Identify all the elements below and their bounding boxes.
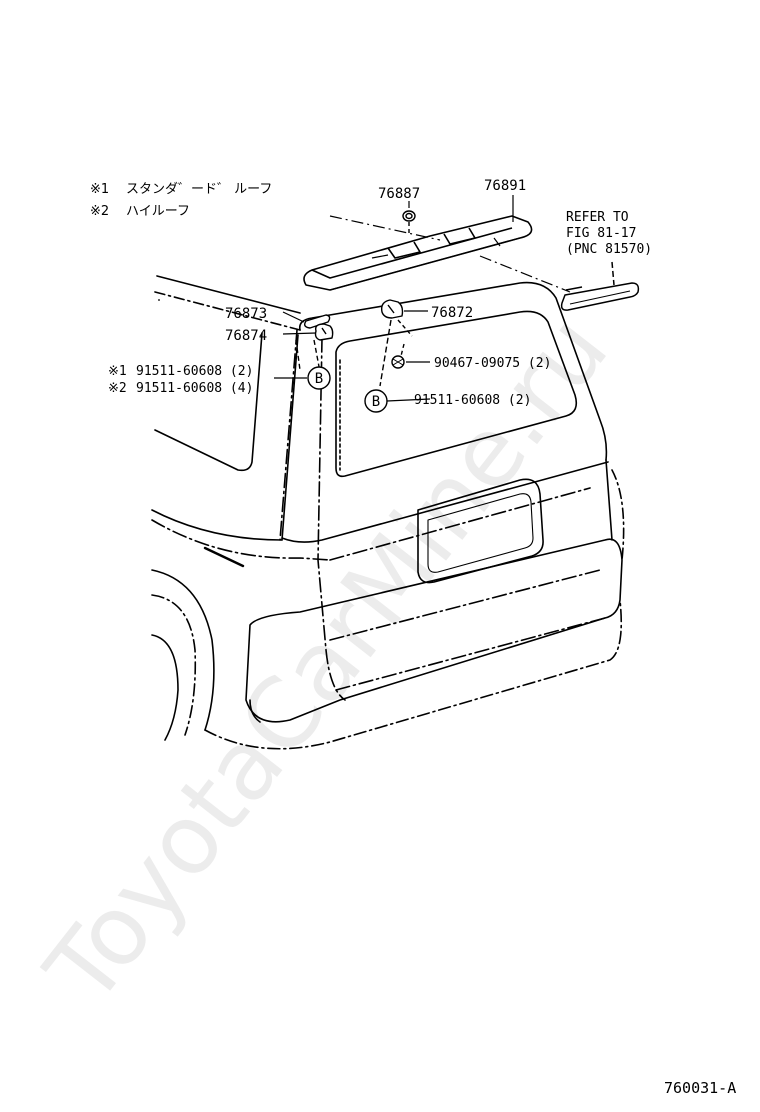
bolt-note-2-label: 91511-60608 (4) bbox=[136, 381, 253, 396]
callout-b-left: B bbox=[307, 366, 331, 390]
callout-b-left-letter: B bbox=[315, 371, 323, 387]
note-2-mark: ※2 bbox=[90, 204, 109, 219]
rear-spoiler-76891 bbox=[303, 215, 533, 291]
refer-line-2: FIG 81-17 bbox=[566, 226, 636, 241]
grommet-76887 bbox=[402, 210, 416, 236]
part-76874-label: 76874 bbox=[225, 328, 267, 344]
clip-90467-09075 bbox=[391, 343, 405, 369]
part-76873-label: 76873 bbox=[225, 306, 267, 322]
part-91511-center-label: 91511-60608 (2) bbox=[414, 393, 531, 408]
vehicle-body bbox=[151, 275, 625, 750]
refer-note: REFER TO FIG 81-17 (PNC 81570) bbox=[566, 210, 652, 257]
callout-b-center-letter: B bbox=[372, 394, 380, 410]
refer-line-3: (PNC 81570) bbox=[566, 242, 652, 257]
note-2-text: ハイルーフ bbox=[126, 204, 190, 219]
part-76872-label: 76872 bbox=[431, 305, 473, 321]
bracket-76872 bbox=[379, 299, 413, 387]
part-76887-label: 76887 bbox=[378, 186, 420, 202]
roof-type-notes: ※1 スタンダ゛ード゛ ルーフ ※2 ハイルーフ bbox=[90, 182, 272, 219]
leader-lines bbox=[158, 195, 514, 402]
callout-b-center: B bbox=[364, 389, 388, 413]
part-90467-label: 90467-09075 (2) bbox=[434, 356, 551, 371]
part-76891-label: 76891 bbox=[484, 178, 526, 194]
high-mount-stop-lamp bbox=[479, 255, 640, 311]
note-1-mark: ※1 bbox=[90, 182, 109, 197]
bolt-left-labels: ※1 91511-60608 (2) ※2 91511-60608 (4) bbox=[108, 364, 253, 396]
bolt-note-2-mark: ※2 bbox=[108, 381, 127, 396]
diagram-code: 760031-A bbox=[664, 1079, 736, 1097]
bolt-note-1-mark: ※1 bbox=[108, 364, 127, 379]
note-1-text: スタンダ゛ード゛ ルーフ bbox=[126, 182, 272, 197]
refer-line-1: REFER TO bbox=[566, 210, 629, 225]
bolt-note-1-label: 91511-60608 (2) bbox=[136, 364, 253, 379]
